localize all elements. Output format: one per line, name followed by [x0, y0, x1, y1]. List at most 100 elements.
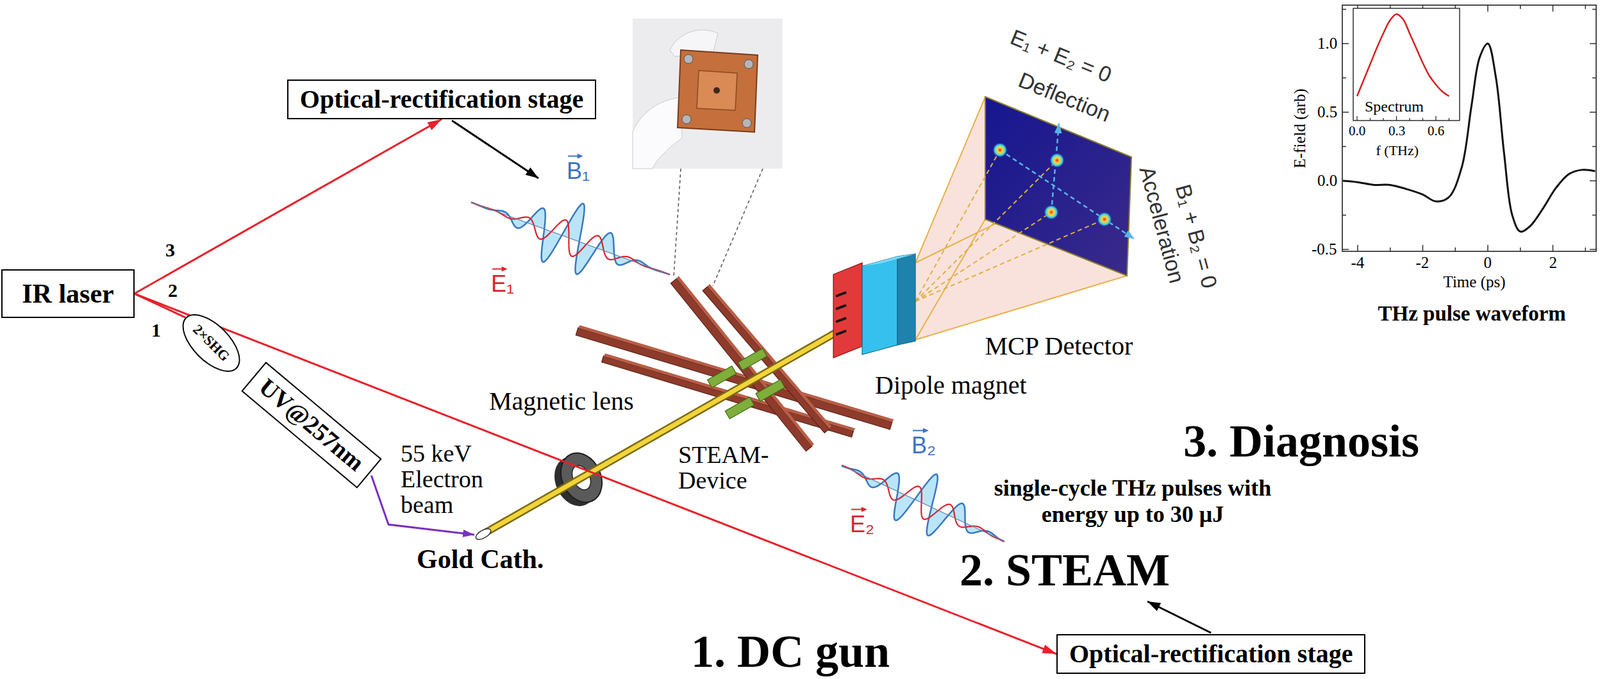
axis-tick — [1592, 146, 1597, 147]
axis-tick — [1589, 111, 1597, 113]
axis-tick — [1342, 111, 1349, 113]
tick-label: 0.5 — [1317, 103, 1338, 122]
beam-spot — [992, 142, 1113, 227]
axis-tick — [1487, 244, 1488, 252]
propagation-axis — [841, 465, 1005, 542]
steam-block — [737, 348, 767, 370]
axis-tick — [1422, 117, 1424, 121]
acceleration-arrow — [1000, 150, 1135, 240]
stage-box-text: Optical-rectification stage — [1069, 639, 1353, 669]
dipole-magnet — [833, 253, 916, 358]
steam-plate — [670, 278, 812, 452]
screw-head — [742, 118, 752, 128]
electric-field-wave — [835, 453, 1011, 554]
dipole-pole — [862, 253, 916, 267]
axis-tick — [1422, 244, 1424, 252]
trajectory-line — [915, 219, 1105, 302]
trajectory-line — [915, 212, 1052, 302]
section-heading: 1. DC gun — [691, 628, 890, 675]
part-label: Dipole magnet — [875, 370, 1027, 400]
section-heading: 2. STEAM — [959, 544, 1170, 596]
tick-label: 0 — [1483, 253, 1493, 273]
electron-beam — [479, 326, 847, 536]
axis-tick — [1519, 247, 1521, 252]
part-label: Magnetic lens — [489, 386, 634, 417]
axis-tick — [1357, 244, 1358, 252]
leader-arrow — [451, 120, 539, 179]
leader-arrow — [1147, 601, 1211, 633]
axis-title: E-field (arb) — [1291, 88, 1310, 168]
axis-tick — [1382, 117, 1384, 121]
beam-spot — [1096, 211, 1113, 227]
photo-leader — [673, 168, 681, 277]
copper-block — [696, 70, 738, 111]
steam-block — [707, 366, 737, 388]
axis-tick — [1342, 214, 1347, 216]
electron-beam — [474, 326, 847, 542]
projection-cone — [915, 96, 1132, 340]
inset-title: Spectrum — [1363, 98, 1425, 117]
axis-tick — [1585, 5, 1586, 9]
beam-spot — [1043, 204, 1059, 220]
dipole-pole — [897, 253, 916, 345]
axis-tick — [1585, 247, 1586, 252]
axis-tick — [1342, 77, 1347, 79]
screw-head — [683, 54, 693, 64]
trajectory-line — [915, 150, 1105, 302]
photo-leader — [712, 168, 763, 286]
chart-frame — [1342, 5, 1597, 252]
copper-block — [677, 50, 758, 133]
dipole-tooth — [835, 330, 847, 335]
field-symbol: B₂ — [911, 432, 936, 459]
steam-plate — [702, 286, 830, 434]
axis-tick — [1342, 248, 1349, 250]
electron-beam — [479, 326, 847, 536]
laser-beam-path — [133, 119, 442, 294]
tick-label: 0.0 — [1317, 171, 1338, 191]
steam-block — [725, 396, 754, 419]
axis-tick — [1342, 42, 1349, 44]
part-label: Gold Cath. — [416, 543, 544, 575]
field-symbol: E₂ — [850, 510, 875, 538]
axis-tick — [1342, 146, 1347, 147]
dipole-tooth — [835, 317, 847, 322]
sample-photo — [632, 18, 783, 169]
axis-tick — [1396, 116, 1397, 121]
beam-number: 3 — [165, 239, 175, 262]
dipole-tooth — [835, 292, 847, 297]
axis-tick — [1435, 116, 1436, 121]
axis-tick — [1448, 117, 1450, 121]
inset-frame — [1353, 8, 1460, 121]
tick-label: 0.3 — [1388, 123, 1406, 139]
axis-tick — [1592, 8, 1597, 10]
axis-tick — [1487, 5, 1488, 12]
axis-tick — [1589, 180, 1597, 181]
chart-caption: THz pulse waveform — [1378, 301, 1567, 327]
axis-tick — [1589, 248, 1597, 250]
axis-tick — [1552, 5, 1554, 12]
axis-title: f (THz) — [1376, 142, 1420, 159]
note: single-cycle THz pulses with energy up t… — [985, 475, 1281, 529]
tick-label: 2 — [1549, 253, 1558, 273]
waveform-chart — [1342, 5, 1597, 252]
uv-box: UV@257nm — [241, 361, 382, 488]
axis-tick — [1342, 8, 1347, 10]
steam-plate — [707, 283, 832, 429]
laser-beam-path — [133, 293, 1057, 654]
mcp-screen — [985, 96, 1132, 276]
axis-tick — [1389, 247, 1391, 252]
dipole-pole — [862, 256, 898, 355]
spectrum-curve — [1357, 14, 1450, 97]
tick-label: -4 — [1351, 253, 1365, 273]
uv-box-text: UV@257nm — [253, 373, 370, 477]
direction-arrow — [1000, 123, 1135, 240]
trajectory-line — [915, 160, 1058, 302]
cone-edge — [915, 275, 1127, 340]
trajectory-line — [915, 150, 1000, 302]
dipole-pole — [833, 262, 863, 358]
photo-ground — [632, 18, 783, 169]
tick-label: -2 — [1416, 253, 1430, 273]
part-label: STEAM-Device — [678, 442, 775, 494]
